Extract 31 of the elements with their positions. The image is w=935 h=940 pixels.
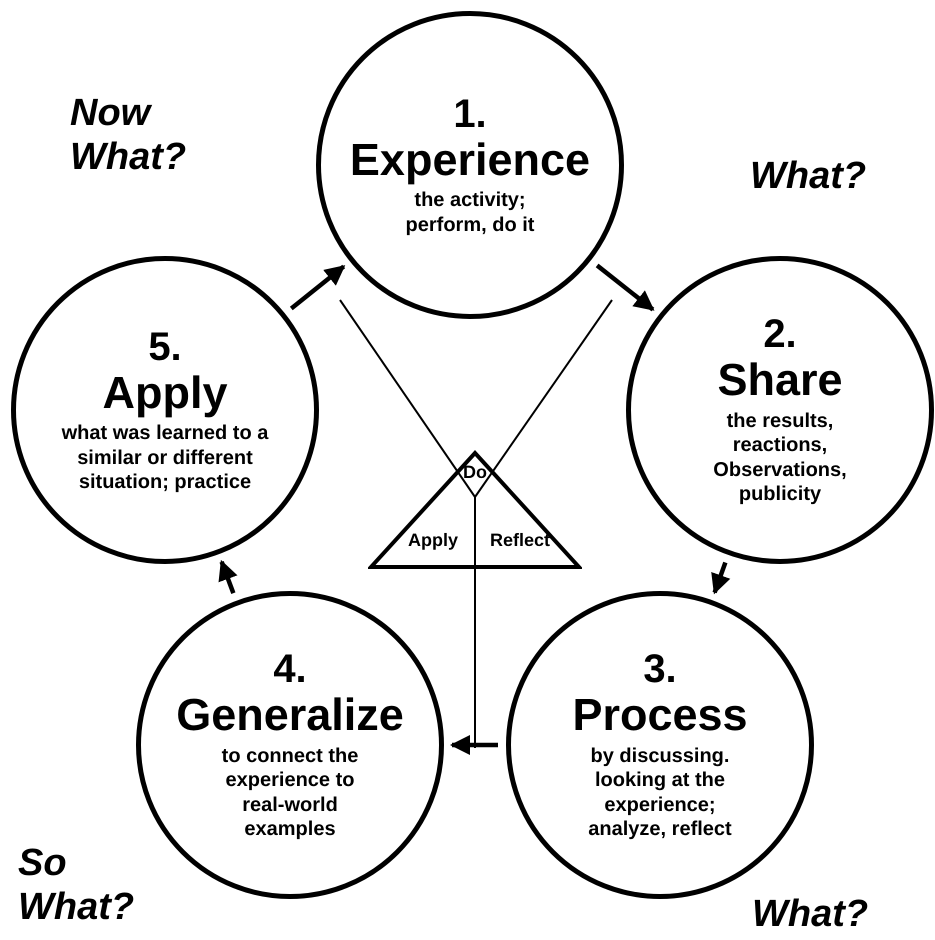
step-title: Process xyxy=(572,690,748,740)
step-title: Experience xyxy=(350,134,590,184)
step-description: the activity; perform, do it xyxy=(405,188,535,238)
arrow xyxy=(450,734,498,756)
arrow xyxy=(290,264,346,310)
arrow xyxy=(711,562,730,594)
step-description: to connect the experience to real-world examples xyxy=(220,744,360,842)
step-number: 3. xyxy=(643,648,677,690)
connector-line xyxy=(474,497,476,748)
step-description: by discussing. looking at the experience; analyze, reflect xyxy=(587,744,733,842)
question-label: What? xyxy=(750,155,866,199)
step-title: Generalize xyxy=(176,690,404,740)
step-number: 2. xyxy=(763,313,797,356)
question-label: Now What? xyxy=(70,92,188,180)
question-label: So What? xyxy=(18,842,136,930)
step-number: 5. xyxy=(148,326,182,368)
triangle-label: Reflect xyxy=(490,530,550,551)
question-label: What? xyxy=(752,893,868,937)
triangle-node xyxy=(368,450,582,570)
arrow xyxy=(596,264,654,312)
step-description: what was learned to a similar or different situation; practice xyxy=(60,421,270,494)
step-title: Share xyxy=(717,355,843,405)
step-description: the results, reactions, Observations, publicity xyxy=(712,408,848,507)
step-number: 1. xyxy=(453,92,487,135)
step-title: Apply xyxy=(102,368,228,418)
connector-line xyxy=(474,299,613,498)
connector-line xyxy=(339,299,476,498)
arrow xyxy=(218,560,238,594)
step-number: 4. xyxy=(273,648,307,690)
triangle-label: Do xyxy=(463,462,487,483)
triangle-label: Apply xyxy=(408,530,458,551)
